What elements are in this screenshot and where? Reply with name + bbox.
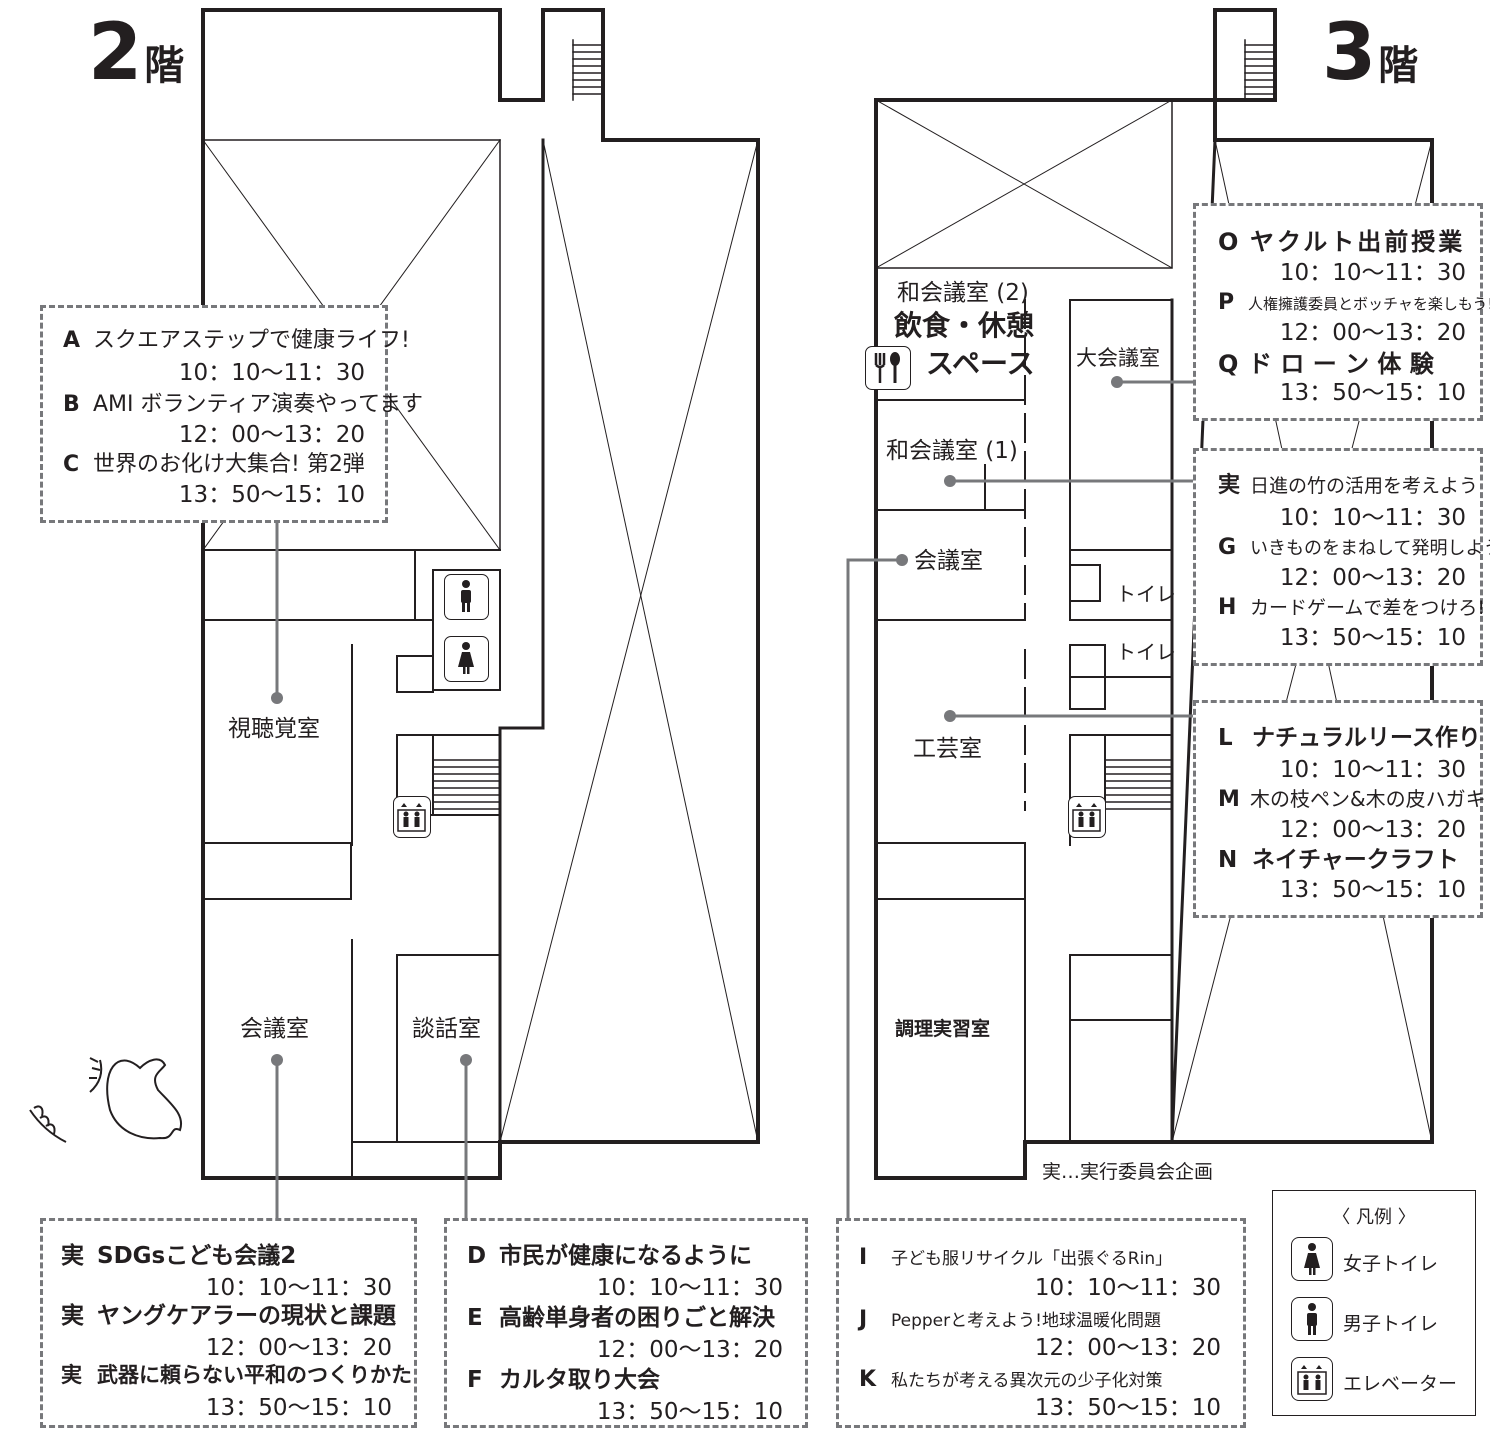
room-large-meeting: 大会議室 bbox=[1076, 346, 1160, 370]
event-a-time: 10：10〜11：30 bbox=[178, 360, 365, 386]
room-cooking: 調理実習室 bbox=[895, 1018, 991, 1040]
floor2-number: 2 bbox=[88, 8, 142, 98]
room-toilet-a: トイレ bbox=[1116, 582, 1176, 606]
event-n-time: 13：50〜15：10 bbox=[1279, 877, 1466, 903]
room-dining-line2: スペース bbox=[926, 347, 1035, 380]
event-jitsu-1-time: 10：10〜11：30 bbox=[205, 1275, 392, 1301]
event-i-time: 10：10〜11：30 bbox=[1034, 1275, 1221, 1301]
room-av-room: 視聴覚室 bbox=[228, 716, 320, 742]
event-k-time: 13：50〜15：10 bbox=[1034, 1395, 1221, 1421]
legend-label-female: 女子トイレ bbox=[1343, 1253, 1439, 1275]
room-meeting-2f: 会議室 bbox=[240, 1016, 309, 1042]
event-o-time: 10：10〜11：30 bbox=[1279, 260, 1466, 286]
room-dining-line1: 飲食・休憩 bbox=[894, 309, 1035, 342]
legend-title: 〈 凡例 〉 bbox=[1332, 1207, 1416, 1228]
event-h-time: 13：50〜15：10 bbox=[1279, 625, 1466, 651]
room-lounge: 談話室 bbox=[412, 1016, 481, 1042]
event-f-time: 13：50〜15：10 bbox=[596, 1399, 783, 1425]
dove-illustration bbox=[29, 1057, 183, 1143]
room-japanese-1: 和会議室 (1) bbox=[886, 438, 1018, 464]
legend-item-male: 男子トイレ bbox=[1291, 1297, 1471, 1343]
elevator-icon bbox=[393, 796, 431, 838]
legend: 〈 凡例 〉 女子トイレ 男子トイレ エレベーター bbox=[1272, 1190, 1476, 1416]
event-m-time: 12：00〜13：20 bbox=[1279, 817, 1466, 843]
male-toilet-icon bbox=[444, 574, 489, 620]
dining-icon bbox=[865, 346, 911, 390]
room-craft: 工芸室 bbox=[913, 736, 982, 762]
event-q-time: 13：50〜15：10 bbox=[1279, 380, 1466, 406]
elevator-icon-3f bbox=[1068, 796, 1106, 838]
event-e-time: 12：00〜13：20 bbox=[596, 1337, 783, 1363]
event-jitsu-3-time: 13：50〜15：10 bbox=[205, 1395, 392, 1421]
event-jitsu-2: 実ヤングケアラーの現状と課題 bbox=[61, 1303, 396, 1329]
event-j-time: 12：00〜13：20 bbox=[1034, 1335, 1221, 1361]
male-toilet-icon bbox=[1291, 1297, 1333, 1341]
female-toilet-icon bbox=[1291, 1237, 1333, 1281]
female-toilet-icon bbox=[444, 636, 489, 682]
event-g-time: 12：00〜13：20 bbox=[1279, 565, 1466, 591]
event-l-time: 10：10〜11：30 bbox=[1279, 757, 1466, 783]
floor3-number: 3 bbox=[1322, 8, 1376, 98]
event-c-time: 13：50〜15：10 bbox=[178, 482, 365, 508]
floor3-kai: 階 bbox=[1378, 43, 1419, 89]
room-toilet-b: トイレ bbox=[1116, 640, 1176, 664]
event-jitsu-3: 実武器に頼らない平和のつくりかた bbox=[61, 1363, 412, 1387]
legend-item-female: 女子トイレ bbox=[1291, 1237, 1471, 1283]
event-jitsu-2-time: 12：00〜13：20 bbox=[205, 1335, 392, 1361]
floor2-kai: 階 bbox=[144, 43, 185, 89]
legend-item-elevator: エレベーター bbox=[1291, 1357, 1471, 1403]
room-meeting-3f: 会議室 bbox=[914, 548, 983, 574]
elevator-icon bbox=[1291, 1357, 1333, 1401]
room-japanese-2: 和会議室 (2) bbox=[897, 280, 1029, 306]
event-d-time: 10：10〜11：30 bbox=[596, 1275, 783, 1301]
event-b-time: 12：00〜13：20 bbox=[178, 422, 365, 448]
event-jitsu-bamboo-time: 10：10〜11：30 bbox=[1279, 505, 1466, 531]
legend-label-elevator: エレベーター bbox=[1343, 1373, 1458, 1395]
legend-note: 実…実行委員会企画 bbox=[1042, 1161, 1214, 1183]
legend-label-male: 男子トイレ bbox=[1343, 1313, 1439, 1335]
event-p-time: 12：00〜13：20 bbox=[1279, 320, 1466, 346]
event-jitsu-bamboo: 実日進の竹の活用を考えよう bbox=[1218, 473, 1479, 498]
